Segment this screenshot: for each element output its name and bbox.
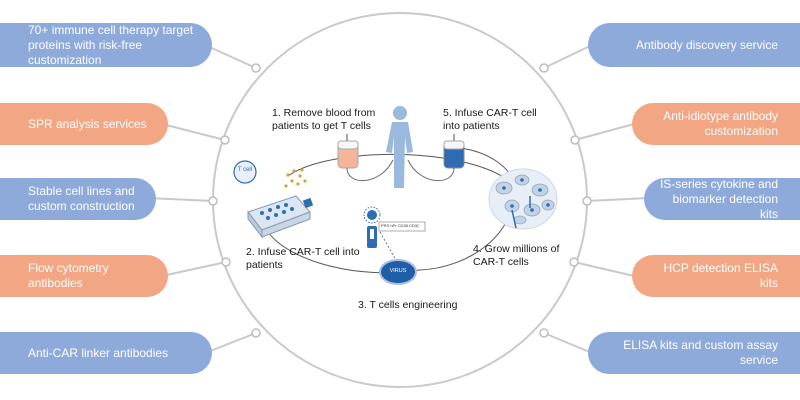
cell-culture-dish-icon [488,168,558,230]
service-label: Anti-idiotype antibody customization [663,109,778,138]
service-label: ELISA kits and custom assay service [623,338,778,367]
service-hcp-detection-elisa-kits[interactable]: HCP detection ELISA kits [632,255,800,297]
service-spr-analysis[interactable]: SPR analysis services [0,103,168,145]
service-label: SPR analysis services [28,116,147,131]
car-t-bag-icon [407,134,465,182]
virus-label: VIRUS [389,268,407,274]
service-stable-cell-lines[interactable]: Stable cell lines and custom constructio… [0,178,156,220]
service-flow-cytometry-antibodies[interactable]: Flow cytometry antibodies [0,255,168,297]
service-label: 70+ immune cell therapy target proteins … [28,22,194,67]
t-cell-engineering-icon [363,206,426,285]
service-is-series-detection-kits[interactable]: IS-series cytokine and biomarker detecti… [644,176,800,221]
connector-lines [147,44,649,354]
vector-label: PRS hPr CD38 CD3ζ [381,223,419,228]
t-cell-icon [233,160,257,184]
service-label: Antibody discovery service [635,37,778,52]
service-label: IS-series cytokine and biomarker detecti… [659,176,778,221]
t-cell-label: T cell [237,167,253,173]
service-label: Stable cell lines and custom constructio… [28,184,135,213]
service-antibody-discovery[interactable]: Antibody discovery service [588,23,800,67]
blood-bag-icon [337,134,394,182]
service-elisa-kits-custom-assay[interactable]: ELISA kits and custom assay service [588,332,800,374]
service-immune-cell-target-proteins[interactable]: 70+ immune cell therapy target proteins … [0,23,212,67]
step-3-label: 3. T cells engineering [358,299,458,311]
step-5-label: 5. Infuse CAR-T cell into patients [443,107,537,132]
service-label: Anti-CAR linker antibodies [28,345,169,360]
service-anti-idiotype-antibody[interactable]: Anti-idiotype antibody customization [632,103,800,145]
patient-figure-icon [386,106,413,188]
cell-particles-icon [284,168,307,188]
service-anti-car-linker-antibodies[interactable]: Anti-CAR linker antibodies [0,332,212,374]
step-4-label: 4. Grow millions of CAR-T cells [473,243,560,268]
step-2-label: 2. Infuse CAR-T cell into patients [246,246,360,271]
step-1-label: 1. Remove blood from patients to get T c… [272,107,376,132]
culture-flask-icon [247,195,314,239]
service-label: HCP detection ELISA kits [663,261,778,290]
connector-dots [208,63,592,338]
service-label: Flow cytometry antibodies [28,261,109,290]
